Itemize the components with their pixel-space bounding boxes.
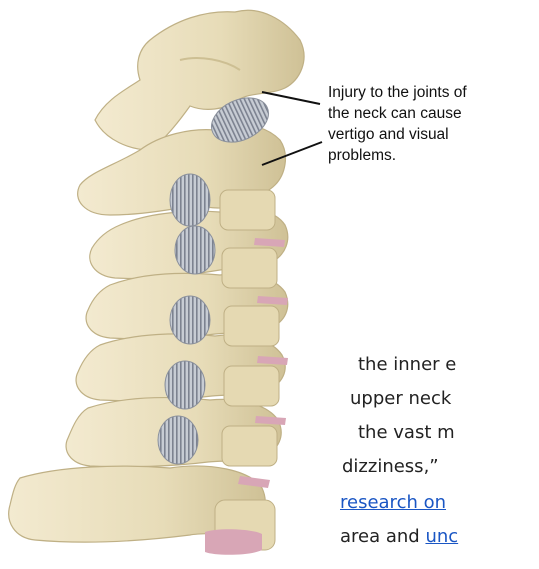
atlas-vertebra xyxy=(95,10,304,150)
article-line: dizziness,” xyxy=(342,456,439,477)
article-line: upper neck xyxy=(350,388,451,409)
pointer-line xyxy=(262,92,320,104)
facet-joint xyxy=(170,174,210,226)
article-line: the inner e xyxy=(358,354,456,375)
article-line: area and xyxy=(340,526,425,547)
facet-joint xyxy=(175,226,215,274)
caption-line: the neck can cause xyxy=(328,103,533,124)
caption-line: Injury to the joints of xyxy=(328,82,533,103)
caption-line: problems. xyxy=(328,145,533,166)
facet-joint xyxy=(158,416,198,464)
inline-link[interactable]: unc xyxy=(425,526,458,547)
figure-caption: Injury to the joints of the neck can cau… xyxy=(328,82,533,166)
facet-joint xyxy=(170,296,210,344)
research-link[interactable]: research on xyxy=(340,492,446,513)
facet-joint xyxy=(165,361,205,409)
article-line: the vast m xyxy=(358,422,455,443)
caption-line: vertigo and visual xyxy=(328,124,533,145)
disc xyxy=(205,529,262,555)
